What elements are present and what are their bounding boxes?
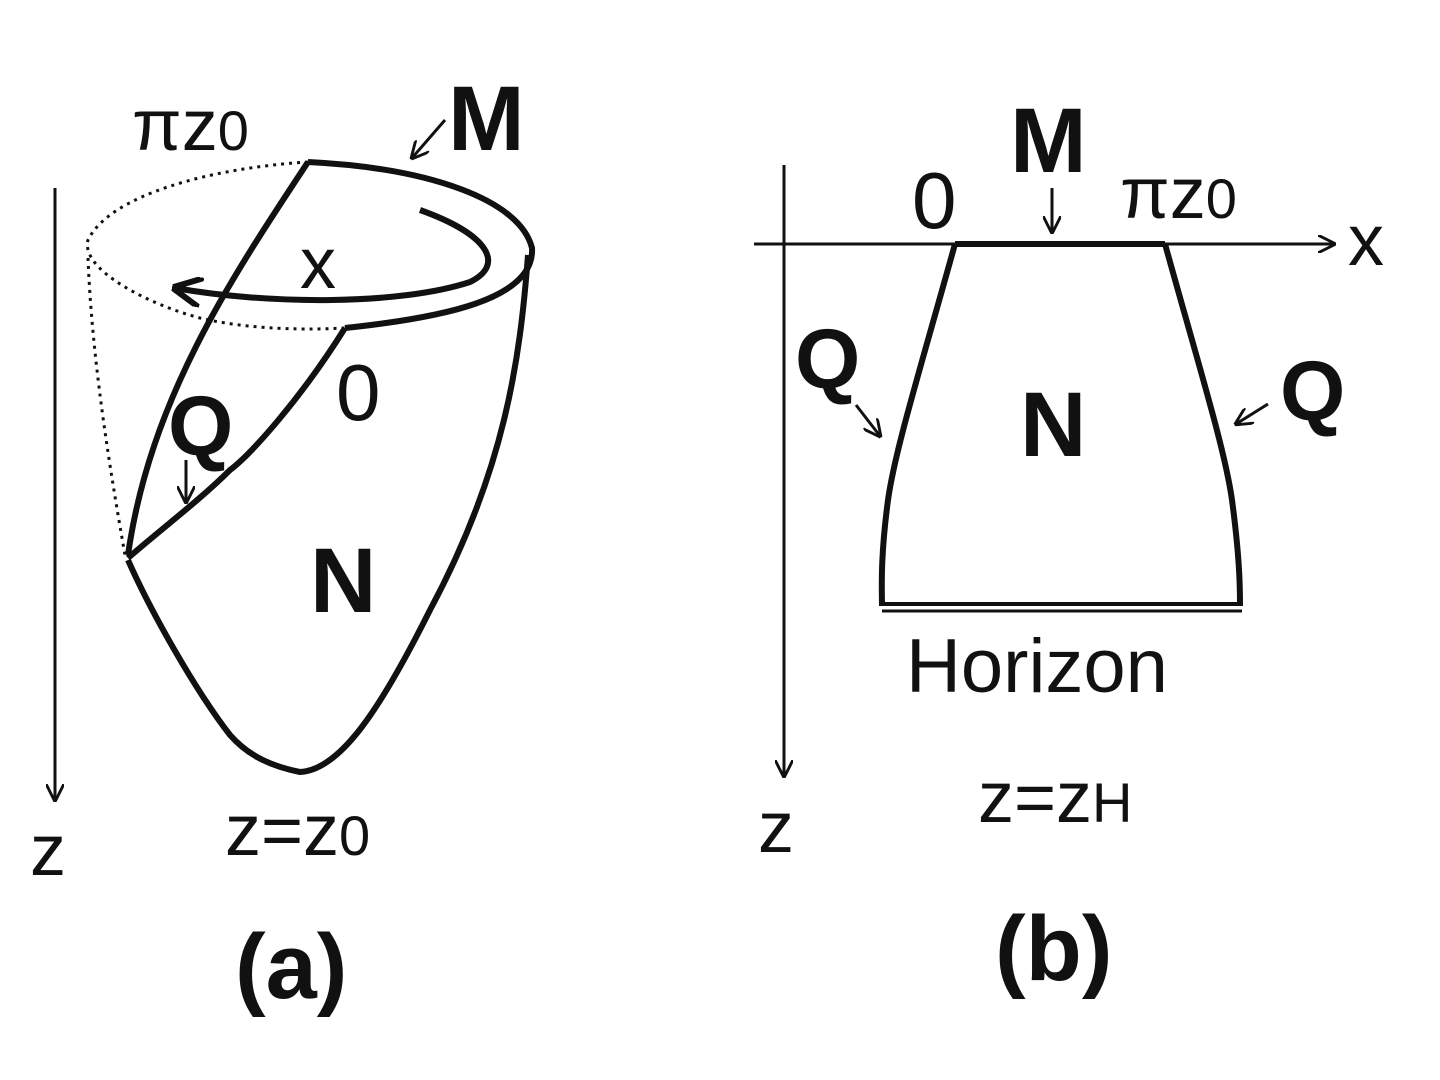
z-axis-label-b: z	[758, 788, 794, 868]
x-axis-label-b: x	[1348, 201, 1384, 281]
panel-label-a: (a)	[235, 916, 347, 1018]
region-n-label-a: N	[310, 530, 376, 632]
region-n-label-b: N	[1020, 374, 1086, 476]
horizon-label-b: Horizon	[906, 624, 1168, 709]
horizon-condition-b: z=zH	[978, 758, 1133, 838]
arrow-from-q-right-b	[1236, 402, 1269, 424]
zero-label-a: 0	[336, 348, 381, 437]
zero-label-b: 0	[912, 156, 957, 245]
x-direction-arrow-a	[175, 207, 491, 300]
z-axis-label-a: z	[30, 811, 66, 891]
hidden-side-a	[86, 257, 127, 556]
panel-b: x z M 0 πz0 Q Q N Horizon z=zH (b)	[754, 90, 1384, 1000]
pi-z0-label-b: πz0	[1120, 154, 1237, 234]
hidden-rim-a	[85, 160, 346, 331]
coord-x-label-a: x	[300, 224, 336, 304]
boundary-q-left-label-b: Q	[795, 312, 860, 406]
pi-z0-label-a: πz0	[132, 86, 249, 166]
rim-front-a	[307, 159, 536, 331]
boundary-q-left-b	[878, 243, 958, 607]
outer-boundary-a	[125, 254, 531, 776]
q-surface-cut-a	[126, 326, 348, 561]
arrow-from-q-left-b	[854, 404, 880, 436]
bottom-condition-a: z=z0	[225, 791, 370, 871]
boundary-q-right-b	[1162, 243, 1243, 607]
boundary-q-right-label-b: Q	[1280, 344, 1345, 438]
panel-label-b: (b)	[995, 898, 1112, 1000]
q-surface-edge-a	[125, 160, 311, 556]
boundary-q-label-a: Q	[168, 379, 233, 473]
boundary-m-label-a: M	[448, 68, 525, 170]
panel-a: z M πz0 x 0 Q N z=z0 (a)	[30, 68, 536, 1018]
arrow-to-m-a	[412, 119, 447, 158]
boundary-m-label-b: M	[1010, 90, 1087, 192]
